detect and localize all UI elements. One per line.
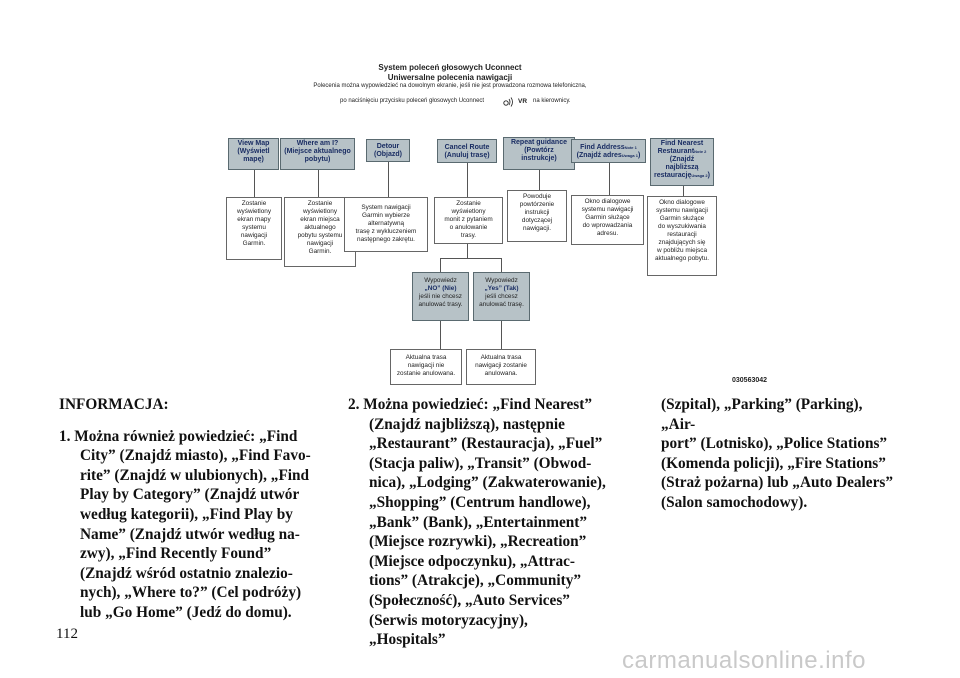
diagram-title: System poleceń głosowych Uconnect xyxy=(378,63,522,72)
text-column-3: (Szpital), „Parking” (Parking), „Air- po… xyxy=(661,395,897,513)
diagram-note-2a: po naciśnięciu przycisku poleceń głosowy… xyxy=(340,98,485,104)
page-number: 112 xyxy=(56,626,78,642)
figure-code: 030563042 xyxy=(732,377,768,384)
diagram-note-1: Polecenia można wypowiedzieć na dowolnym… xyxy=(313,83,587,89)
item-2: 2. Można powiedzieć: „Find Nearest” (Zna… xyxy=(348,396,606,649)
command-find-address: Find AddressNote 1 (Znajdź adresUwaga 1) xyxy=(571,139,646,163)
command-cancel-route: Cancel Route(Anuluj trasę) xyxy=(437,139,497,163)
diagram-note-2b: na kierownicy. xyxy=(533,98,571,104)
info-heading: INFORMACJA: xyxy=(59,396,169,413)
command-find-nearest-restaurant: Find Nearest RestaurantNote 2 (Znajdź na… xyxy=(650,138,714,186)
watermark: carmanualsonline.info xyxy=(622,647,866,674)
item-1: 1. Można również powiedzieć: „Find City”… xyxy=(59,427,311,621)
item-2-continued: (Szpital), „Parking” (Parking), „Air- po… xyxy=(661,396,893,511)
command-detour: Detour(Objazd) xyxy=(366,139,410,162)
voice-command-icon xyxy=(503,96,517,108)
diagram-subtitle: Uniwersalne polecenia nawigacji xyxy=(387,73,513,82)
text-column-2: 2. Można powiedzieć: „Find Nearest” (Zna… xyxy=(348,395,608,650)
vr-label: VR xyxy=(518,98,528,105)
text-column-1: INFORMACJA: 1. Można również powiedzieć:… xyxy=(59,395,317,623)
